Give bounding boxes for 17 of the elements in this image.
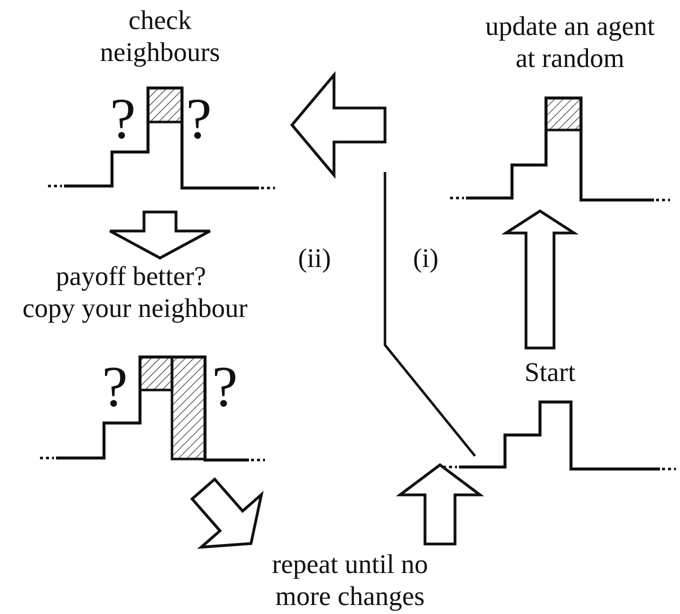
step-heading: Start <box>524 356 576 388</box>
block-arrow <box>290 71 386 179</box>
question-mark: ? <box>102 358 128 416</box>
phase-label: (ii) <box>298 242 331 274</box>
step-heading: update an agent at random <box>484 10 656 74</box>
question-mark: ? <box>212 358 238 416</box>
step-heading: check neighbours <box>99 4 221 68</box>
question-mark: ? <box>110 90 136 148</box>
step-heading: copy your neighbour <box>22 292 248 324</box>
step-heading: payoff better? <box>54 260 208 292</box>
block-arrow <box>190 477 264 549</box>
block-arrow <box>108 210 212 260</box>
block-arrow <box>501 209 579 350</box>
phase-label: (i) <box>413 242 438 274</box>
step-caption: repeat until no more changes <box>271 548 429 612</box>
block-arrow <box>396 463 484 546</box>
question-mark: ? <box>186 90 212 148</box>
